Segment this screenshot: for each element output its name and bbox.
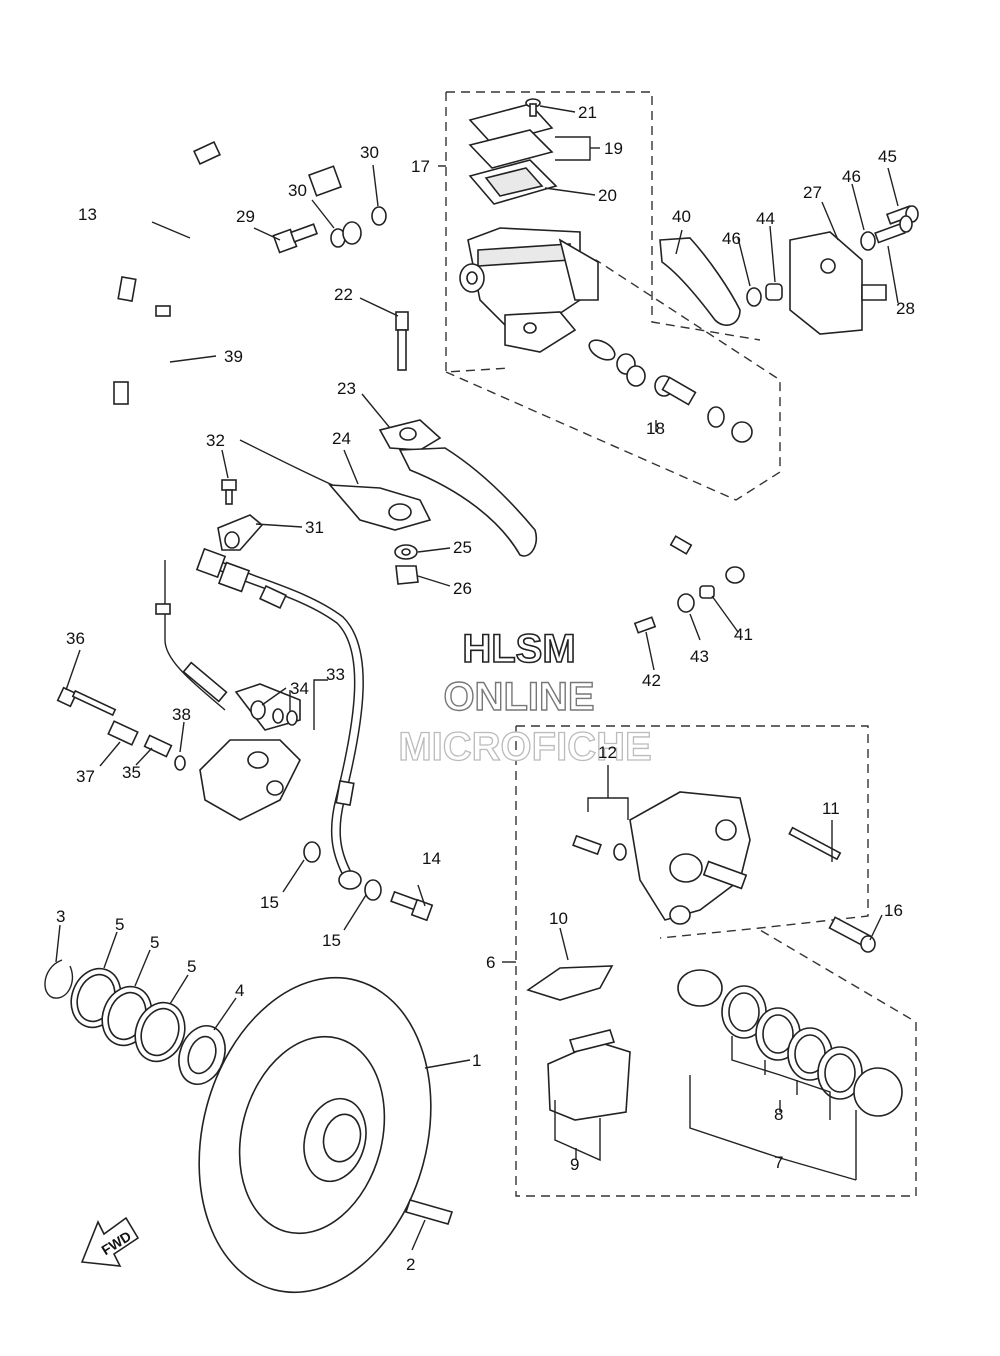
caliper-body-6 xyxy=(572,791,876,953)
piston-seal-kit-8 xyxy=(677,969,903,1117)
callout-16: 16 xyxy=(884,901,903,920)
callout-25: 25 xyxy=(453,538,472,557)
callout-44: 44 xyxy=(756,209,775,228)
callout-18: 18 xyxy=(646,419,665,438)
piston-kit-18 xyxy=(588,339,753,443)
callout-10: 10 xyxy=(549,909,568,928)
callout-labels: 1 2 3 4 5 5 5 6 7 8 9 10 11 12 13 14 15 … xyxy=(56,103,915,1274)
callout-12: 12 xyxy=(598,743,617,762)
callout-1: 1 xyxy=(472,1051,481,1070)
callout-32: 32 xyxy=(206,431,225,450)
callout-20: 20 xyxy=(598,186,617,205)
circlip-3 xyxy=(44,959,74,999)
callout-15a: 15 xyxy=(260,893,279,912)
watermark-line2: ONLINE xyxy=(443,675,594,719)
callout-2: 2 xyxy=(406,1255,415,1274)
brake-hose-33 xyxy=(195,547,364,890)
group-outline-caliper xyxy=(515,725,917,1197)
watermark-line3: MICROFICHE xyxy=(398,725,651,769)
reservoir-cap-19 xyxy=(468,103,554,169)
cable-39 xyxy=(155,252,745,711)
diaphragm-20 xyxy=(468,159,558,205)
shims-5 xyxy=(70,967,186,1063)
callout-28: 28 xyxy=(896,299,915,318)
nut-26 xyxy=(395,565,419,585)
callout-40: 40 xyxy=(672,207,691,226)
fittings-41-43 xyxy=(633,585,715,634)
callout-41: 41 xyxy=(734,625,753,644)
callout-6: 6 xyxy=(486,953,495,972)
master-cylinder-17 xyxy=(459,227,599,353)
callout-35: 35 xyxy=(122,763,141,782)
footrest-40 xyxy=(659,237,741,326)
callout-46a: 46 xyxy=(722,229,741,248)
callout-13: 13 xyxy=(78,205,97,224)
callout-36: 36 xyxy=(66,629,85,648)
lever-23 xyxy=(378,419,538,557)
bolt-29 xyxy=(272,223,319,254)
pad-kit-9 xyxy=(547,1029,631,1121)
callout-45: 45 xyxy=(878,147,897,166)
union-bolt-30 xyxy=(330,206,387,248)
callout-27: 27 xyxy=(803,183,822,202)
callout-19: 19 xyxy=(604,139,623,158)
washer-46 xyxy=(746,231,876,307)
callout-30a: 30 xyxy=(360,143,379,162)
callout-7: 7 xyxy=(774,1153,783,1172)
callout-22: 22 xyxy=(334,285,353,304)
callout-43: 43 xyxy=(690,647,709,666)
brake-hose-13 xyxy=(113,120,343,564)
clamp-31 xyxy=(217,514,264,551)
callout-23: 23 xyxy=(337,379,356,398)
callout-5a: 5 xyxy=(115,915,124,934)
callout-21: 21 xyxy=(578,103,597,122)
forward-arrow-icon: FWD xyxy=(80,1216,140,1267)
screw-32 xyxy=(221,479,237,505)
callout-5c: 5 xyxy=(187,957,196,976)
callout-34: 34 xyxy=(290,679,309,698)
bolt-28 xyxy=(874,215,913,244)
callout-26: 26 xyxy=(453,579,472,598)
washers-15 xyxy=(303,841,382,901)
leader-lines xyxy=(55,105,899,1251)
callout-38: 38 xyxy=(172,705,191,724)
callout-46b: 46 xyxy=(842,167,861,186)
watermark-line1: HLSM xyxy=(462,627,575,671)
callout-31: 31 xyxy=(305,518,324,537)
bolt-22 xyxy=(395,311,409,371)
brake-disc-1 xyxy=(198,976,432,1294)
callout-39: 39 xyxy=(224,347,243,366)
collar-44 xyxy=(765,283,783,301)
callout-17: 17 xyxy=(411,157,430,176)
callout-3: 3 xyxy=(56,907,65,926)
callout-9: 9 xyxy=(570,1155,579,1174)
key-2 xyxy=(404,1199,454,1225)
washer-25 xyxy=(394,544,418,560)
callout-8: 8 xyxy=(774,1105,783,1124)
callout-15b: 15 xyxy=(322,931,341,950)
bracket-27 xyxy=(789,231,887,335)
callout-5b: 5 xyxy=(150,933,159,952)
callout-14: 14 xyxy=(422,849,441,868)
union-bolt-14 xyxy=(390,890,434,922)
switch-24 xyxy=(328,484,432,531)
washer-4 xyxy=(178,1025,226,1085)
watermark: HLSM ONLINE MICROFICHE xyxy=(398,626,653,769)
callout-30b: 30 xyxy=(288,181,307,200)
group-outline-master-cylinder xyxy=(445,91,781,501)
callout-42: 42 xyxy=(642,671,661,690)
screw-21 xyxy=(525,98,541,117)
callout-37: 37 xyxy=(76,767,95,786)
spring-10 xyxy=(526,965,614,1001)
callout-29: 29 xyxy=(236,207,255,226)
callout-33: 33 xyxy=(326,665,345,684)
caliper-assembly xyxy=(56,661,301,821)
callout-24: 24 xyxy=(332,429,351,448)
callout-4: 4 xyxy=(235,981,244,1000)
callout-11: 11 xyxy=(822,799,840,818)
